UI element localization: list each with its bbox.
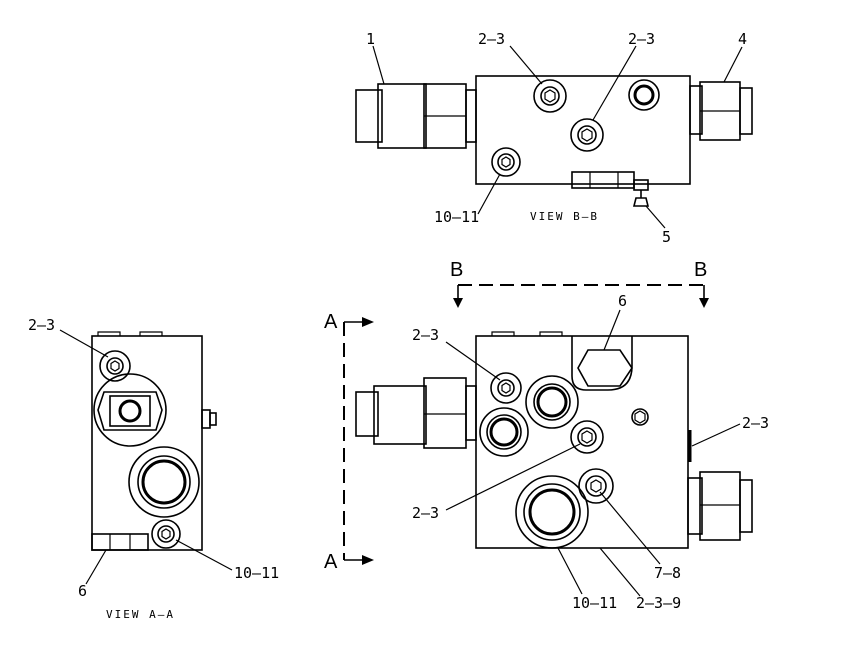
solenoid-cartridge-main xyxy=(355,377,477,449)
callout-2-3-main-a: 2–3 xyxy=(412,326,439,344)
callout-2-3-left: 2–3 xyxy=(28,316,55,334)
port-plug-main-3 xyxy=(578,468,614,504)
view-b-b: 1 2–3 2–3 4 5 10–11 VIEW B–B xyxy=(355,30,753,246)
side-fitting-left xyxy=(201,409,217,429)
callout-10-11-left: 10–11 xyxy=(234,564,279,582)
port-plug-top-1 xyxy=(533,79,567,113)
callout-1: 1 xyxy=(366,30,375,48)
view-a-a: 2–3 10–11 6 VIEW A–A xyxy=(28,316,279,621)
callout-10-11-main: 10–11 xyxy=(572,594,617,612)
view-a-a-caption: VIEW A–A xyxy=(106,608,175,621)
callout-2-3-a: 2–3 xyxy=(478,30,505,48)
callout-2-3-b: 2–3 xyxy=(628,30,655,48)
section-label-b-left: B xyxy=(450,259,463,281)
port-plug-main-1 xyxy=(490,372,522,404)
callout-6-left: 6 xyxy=(78,582,87,600)
callout-4: 4 xyxy=(738,30,747,48)
section-label-a-bottom: A xyxy=(324,551,338,573)
fitting-right-top xyxy=(689,81,753,141)
hex-plug-left xyxy=(91,533,149,551)
section-line-a-a xyxy=(343,317,374,565)
port-open-top xyxy=(628,79,660,111)
port-open-left xyxy=(128,446,200,518)
fitting-right-main xyxy=(687,430,753,541)
port-plug-main-2 xyxy=(570,420,604,454)
hex-boss-main xyxy=(571,336,633,391)
view-b-b-caption: VIEW B–B xyxy=(530,210,599,223)
hex-valve-left xyxy=(93,373,167,447)
port-open-main-3 xyxy=(515,475,589,549)
main-view: B B A A xyxy=(324,259,769,612)
port-plug-left-2 xyxy=(151,519,181,549)
callout-6-main: 6 xyxy=(618,292,627,310)
port-plug-left-1 xyxy=(99,350,131,382)
hex-plug-top xyxy=(571,171,635,189)
port-open-main-1 xyxy=(525,375,579,429)
callout-2-3-main-c: 2–3 xyxy=(412,504,439,522)
callout-5: 5 xyxy=(662,228,671,246)
callout-7-8-main: 7–8 xyxy=(654,564,681,582)
valve-body-top xyxy=(475,75,691,185)
small-fitting-main xyxy=(631,408,649,426)
port-plug-top-3 xyxy=(491,147,521,177)
callout-2-3-9-main: 2–3–9 xyxy=(636,594,681,612)
callout-10-11-top: 10–11 xyxy=(434,208,479,226)
valve-body-left xyxy=(91,335,203,551)
section-label-a-top: A xyxy=(324,311,338,333)
port-plug-top-2 xyxy=(570,118,604,152)
section-line-b-b xyxy=(453,284,709,308)
callout-2-3-main-b: 2–3 xyxy=(742,414,769,432)
port-open-main-2 xyxy=(479,407,529,457)
grease-fitting-top xyxy=(632,179,650,207)
solenoid-cartridge-left xyxy=(355,83,477,149)
valve-body-main xyxy=(475,335,689,549)
section-label-b-right: B xyxy=(694,259,707,281)
